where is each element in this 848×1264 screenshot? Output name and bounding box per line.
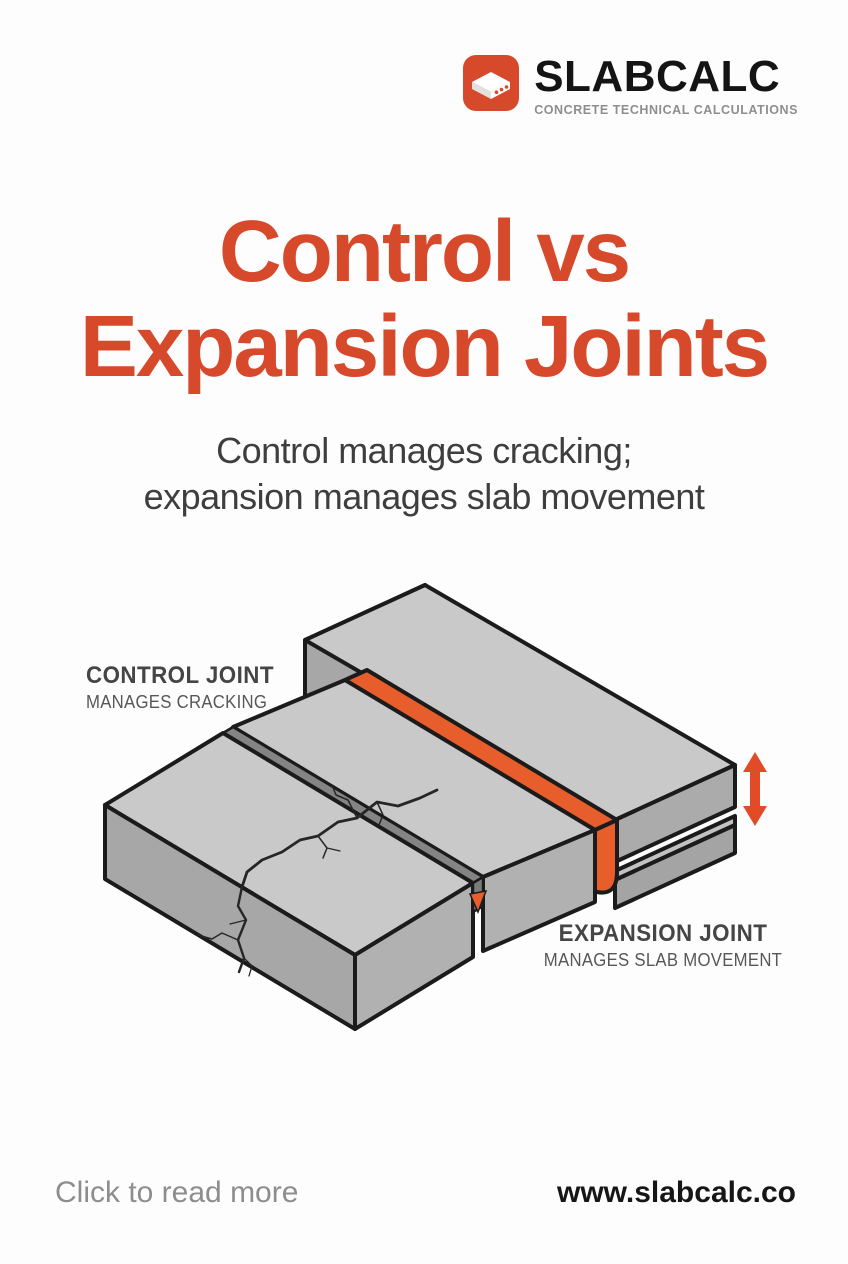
title-line-2: Expansion Joints [79, 298, 770, 395]
control-joint-title: CONTROL JOINT [86, 662, 274, 689]
subtitle-line-2: expansion manages slab movement [143, 476, 705, 517]
crack-branch [197, 932, 239, 941]
brand-name: SLABCALC [534, 52, 781, 101]
title-line-1: Control vs [218, 203, 631, 300]
expansion-joint-title: EXPANSION JOINT [558, 920, 768, 947]
crack-main-front [236, 885, 248, 974]
logo-dot [494, 90, 499, 94]
expansion-joint-label: EXPANSION JOINT MANAGES SLAB MOVEMENT [516, 920, 810, 971]
crack [197, 784, 439, 977]
crack-main-top [240, 788, 439, 889]
subtitle-line-1: Control manages cracking; [216, 430, 632, 471]
control-joint-subtitle: MANAGES CRACKING [86, 692, 268, 712]
slab-right [303, 583, 737, 910]
slab-icon [463, 55, 520, 111]
crack-branch [376, 801, 384, 826]
crack-branch [229, 919, 247, 925]
page-title: Control vs Expansion Joints [0, 204, 848, 394]
slab-left [103, 731, 475, 1031]
vertical-double-arrow-icon [743, 752, 767, 826]
website-url[interactable]: www.slabcalc.co [557, 1176, 796, 1209]
brand-tagline: CONCRETE TECHNICAL CALCULATIONS [534, 103, 798, 117]
crack-branch [326, 847, 341, 852]
slab-right-lower-layer-front [613, 823, 737, 910]
notch-marker [468, 890, 488, 914]
logo-dot [504, 85, 509, 89]
expansion-joint-subtitle: MANAGES SLAB MOVEMENT [543, 950, 783, 970]
slab-left-end-face [353, 881, 475, 1031]
crack-branch [243, 957, 253, 977]
brand-header[interactable]: SLABCALC CONCRETE TECHNICAL CALCULATIONS [462, 54, 798, 117]
read-more-link[interactable]: Click to read more [55, 1176, 299, 1209]
page-subtitle: Control manages cracking; expansion mana… [0, 428, 848, 520]
slab-middle [231, 678, 597, 953]
crack-branch [331, 784, 358, 819]
logo-slab-left [472, 82, 492, 99]
control-joint-notch [468, 875, 488, 914]
control-joint-label: CONTROL JOINT MANAGES CRACKING [86, 662, 288, 713]
slab-middle-end-face [481, 828, 597, 953]
logo-dot [499, 87, 504, 92]
